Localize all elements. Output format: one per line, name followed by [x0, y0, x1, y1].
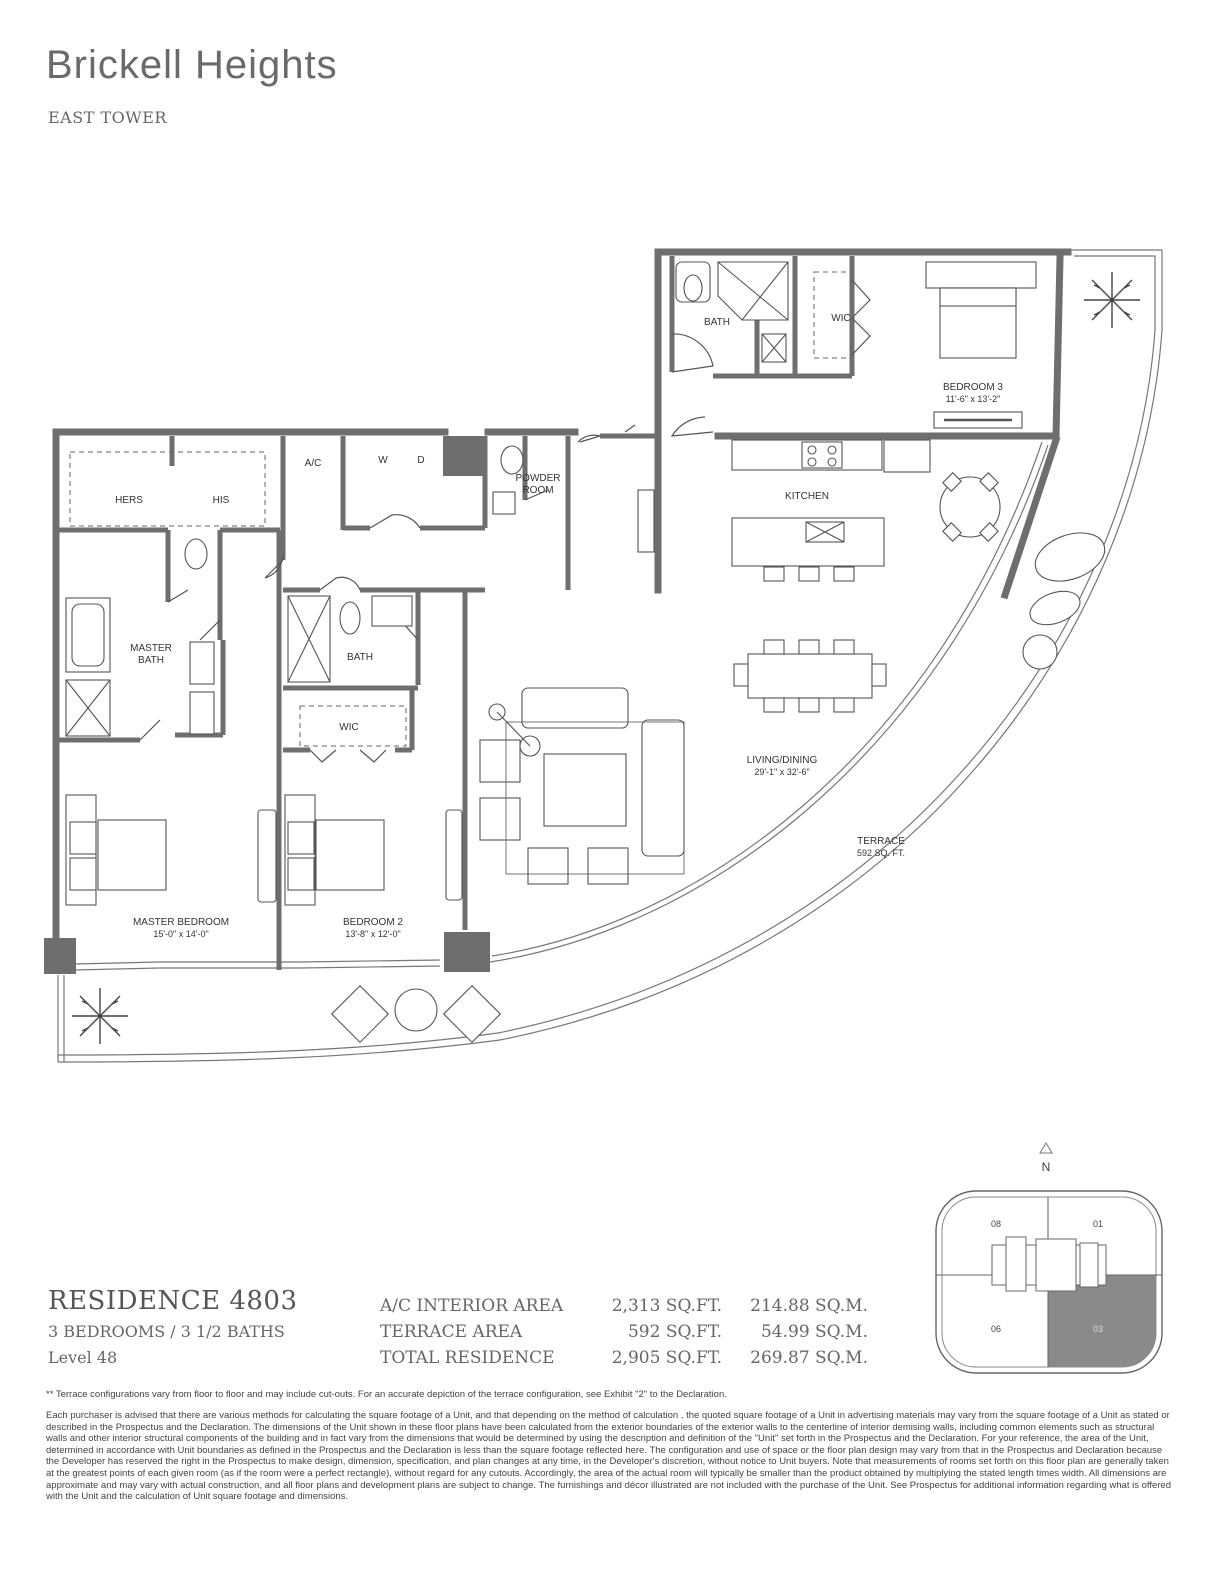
residence-title: RESIDENCE 4803: [48, 1286, 298, 1316]
label-powder-1: POWDER: [516, 473, 561, 484]
key-plan-unit-03: [1048, 1275, 1156, 1367]
door-swings: [139, 279, 871, 763]
key-unit-06: 06: [991, 1324, 1001, 1334]
label-master-bedroom: MASTER BEDROOM: [133, 917, 229, 928]
terrace-area-label: 592 SQ. FT.: [857, 848, 905, 858]
closet-outlines: [69, 271, 851, 747]
legal-disclaimer: Each purchaser is advised that there are…: [46, 1410, 1171, 1503]
label-washer: W: [378, 455, 388, 466]
label-bedroom-2: BEDROOM 2: [343, 917, 403, 928]
dim-bedroom-3: 11'-6" x 13'-2": [946, 394, 1001, 404]
area-sqft: 2,313 SQ.FT.: [611, 1296, 722, 1316]
label-wic-upper: WIC: [831, 313, 850, 324]
label-living-dining: LIVING/DINING: [747, 755, 818, 766]
area-sqm: 269.87 SQ.M.: [750, 1348, 868, 1368]
key-unit-01: 01: [1093, 1219, 1103, 1229]
dim-master-bedroom: 15'-0" x 14'-0": [153, 929, 208, 939]
room-labels: BATH WIC BEDROOM 3 11'-6" x 13'-2" HERS …: [115, 313, 1003, 939]
terrace-plants: [72, 272, 1140, 1044]
dim-living-dining: 29'-1" x 32'-6": [754, 767, 809, 777]
label-kitchen: KITCHEN: [785, 491, 829, 502]
floor-plan: BATH WIC BEDROOM 3 11'-6" x 13'-2" HERS …: [44, 248, 1163, 1063]
area-row-terrace: TERRACE AREA 592 SQ.FT. 54.99 SQ.M.: [380, 1322, 880, 1346]
area-row-ac: A/C INTERIOR AREA 2,313 SQ.FT. 214.88 SQ…: [380, 1296, 880, 1320]
tower-name: EAST TOWER: [48, 108, 167, 127]
key-plan: N 08 01 06 03: [935, 1142, 1163, 1374]
label-master-bath-2: BATH: [138, 655, 164, 666]
label-his: HIS: [213, 495, 230, 506]
brand-title: Brickell Heights: [46, 43, 338, 87]
label-bath-upper: BATH: [704, 317, 730, 328]
label-terrace: TERRACE: [857, 836, 905, 847]
level: Level 48: [48, 1348, 118, 1367]
label-master-bath-1: MASTER: [130, 643, 172, 654]
area-label: A/C INTERIOR AREA: [380, 1296, 564, 1316]
area-row-total: TOTAL RESIDENCE 2,905 SQ.FT. 269.87 SQ.M…: [380, 1348, 880, 1372]
area-label: TOTAL RESIDENCE: [380, 1348, 555, 1368]
north-label: N: [1042, 1160, 1051, 1174]
key-unit-08: 08: [991, 1219, 1001, 1229]
terrace-outline: [57, 249, 1163, 1063]
dim-bedroom-2: 13'-8" x 12'-0": [345, 929, 400, 939]
area-sqft: 592 SQ.FT.: [627, 1322, 722, 1342]
terrace-note: ** Terrace configurations vary from floo…: [46, 1389, 727, 1400]
label-wic-2: WIC: [339, 722, 358, 733]
exterior-walls: [52, 248, 1072, 944]
interior-walls: [58, 256, 855, 970]
label-bath-2: BATH: [347, 652, 373, 663]
beds-baths: 3 BEDROOMS / 3 1/2 BATHS: [48, 1322, 285, 1341]
area-label: TERRACE AREA: [380, 1322, 523, 1342]
area-sqm: 214.88 SQ.M.: [750, 1296, 868, 1316]
area-sqft: 2,905 SQ.FT.: [611, 1348, 722, 1368]
label-bedroom-3: BEDROOM 3: [943, 382, 1003, 393]
key-unit-03: 03: [1093, 1324, 1103, 1334]
label-hers: HERS: [115, 495, 143, 506]
label-dryer: D: [417, 455, 424, 466]
label-ac: A/C: [305, 458, 322, 469]
fixtures: [65, 261, 1106, 1044]
area-sqm: 54.99 SQ.M.: [760, 1322, 868, 1342]
label-powder-2: ROOM: [522, 485, 553, 496]
columns: [44, 436, 490, 974]
north-arrow-icon: [1039, 1142, 1053, 1154]
